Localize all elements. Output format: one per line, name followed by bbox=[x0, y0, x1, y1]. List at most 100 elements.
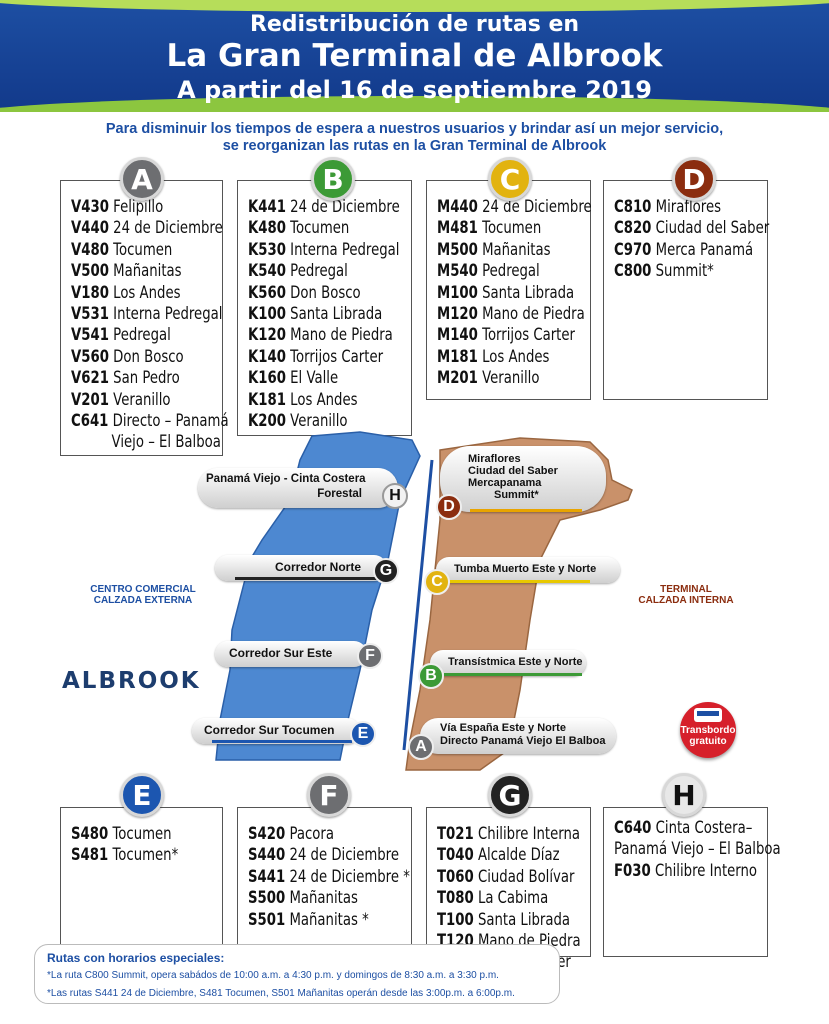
route-name: Interna Pedregal bbox=[285, 239, 400, 260]
route-name: 24 de Diciembre * bbox=[285, 866, 410, 887]
special-schedules-notes: Rutas con horarios especiales: *La ruta … bbox=[34, 944, 560, 1004]
route-row: K160 El Valle bbox=[248, 368, 338, 389]
route-name: 24 de Diciembre bbox=[285, 845, 400, 866]
route-name: 24 de Diciembre bbox=[108, 218, 223, 239]
map-stop-a: Vía España Este y Norte Directo Panamá V… bbox=[420, 718, 616, 754]
map-stop-e-label: Corredor Sur Tocumen bbox=[204, 723, 335, 737]
route-code: T021 bbox=[437, 824, 474, 844]
map-stop-h-icon: H bbox=[382, 483, 408, 509]
route-name: Tocumen* bbox=[108, 845, 179, 866]
route-row: V500 Mañanitas bbox=[71, 261, 182, 282]
route-row: K530 Interna Pedregal bbox=[248, 240, 399, 261]
bus-icon-windows bbox=[697, 711, 719, 716]
route-code: K540 bbox=[248, 261, 286, 282]
route-row: V180 Los Andes bbox=[71, 283, 181, 304]
map-stop-e: Corredor Sur Tocumen bbox=[192, 718, 360, 744]
route-code: M181 bbox=[437, 346, 478, 367]
route-row: C810 Miraflores bbox=[614, 197, 721, 218]
header-top-stripe bbox=[0, 0, 829, 12]
route-code: S501 bbox=[248, 909, 286, 930]
route-row: M201 Veranillo bbox=[437, 368, 539, 389]
route-code: K530 bbox=[248, 239, 286, 260]
map-stop-h-line-1: Panamá Viejo - Cinta Costera bbox=[206, 473, 366, 485]
route-row: K100 Santa Librada bbox=[248, 304, 382, 325]
route-name: Alcalde Díaz bbox=[473, 845, 560, 866]
map-stop-d-line-3: Mercapanama bbox=[468, 477, 542, 489]
route-code: K140 bbox=[248, 346, 286, 367]
route-name: Mano de Piedra bbox=[477, 304, 585, 324]
route-name: Tocumen bbox=[285, 218, 350, 239]
map-stop-c: Tumba Muerto Este y Norte bbox=[436, 557, 620, 583]
route-row: V560 Don Bosco bbox=[71, 347, 184, 368]
route-name: Los Andes bbox=[108, 282, 181, 303]
route-row: C800 Summit* bbox=[614, 261, 714, 282]
transbordo-line-2: gratuito bbox=[689, 736, 727, 747]
map-stop-c-icon: C bbox=[424, 569, 450, 595]
intro-text: Para disminuir los tiempos de espera a n… bbox=[0, 121, 829, 155]
route-code: T100 bbox=[437, 909, 474, 930]
intro-line-1: Para disminuir los tiempos de espera a n… bbox=[105, 121, 724, 137]
route-row: M100 Santa Librada bbox=[437, 283, 574, 304]
route-code: K160 bbox=[248, 368, 286, 389]
route-code: V541 bbox=[71, 325, 109, 346]
route-row: V480 Tocumen bbox=[71, 240, 172, 261]
header-bottom-stripe bbox=[0, 96, 829, 112]
route-code: V621 bbox=[71, 368, 109, 389]
route-code: M140 bbox=[437, 325, 478, 346]
route-code: K441 bbox=[248, 197, 286, 217]
badge-d: D bbox=[672, 157, 716, 201]
route-name: Tocumen bbox=[108, 824, 172, 844]
route-name: Mañanitas bbox=[108, 261, 182, 282]
map-stop-a-line-1: Vía España Este y Norte bbox=[440, 722, 566, 734]
route-name: Summit* bbox=[651, 261, 714, 282]
map-stop-c-line bbox=[450, 580, 590, 583]
route-code: M100 bbox=[437, 282, 478, 303]
route-code: K560 bbox=[248, 282, 286, 303]
route-code: V440 bbox=[71, 218, 109, 239]
route-row: M120 Mano de Piedra bbox=[437, 304, 585, 325]
map-stop-b-icon: B bbox=[418, 663, 444, 689]
route-row: K480 Tocumen bbox=[248, 218, 349, 239]
badge-h: H bbox=[662, 773, 706, 817]
terminal-map bbox=[215, 431, 633, 771]
route-row: K181 Los Andes bbox=[248, 390, 358, 411]
internal-label-line-2: CALZADA INTERNA bbox=[638, 595, 734, 606]
map-stop-d-line bbox=[470, 509, 582, 512]
map-stop-d-line-1: Miraflores bbox=[468, 453, 521, 465]
divider-line bbox=[402, 459, 434, 751]
route-code: C641 bbox=[71, 411, 109, 431]
route-name: Tocumen bbox=[108, 239, 173, 260]
route-name: Pedregal bbox=[477, 261, 540, 282]
route-code: S440 bbox=[248, 845, 286, 866]
route-row: K540 Pedregal bbox=[248, 261, 348, 282]
badge-b: B bbox=[311, 157, 355, 201]
external-label-line-1: CENTRO COMERCIAL bbox=[90, 584, 196, 595]
route-name: 24 de Diciembre bbox=[477, 197, 592, 217]
route-name: Pacora bbox=[285, 824, 334, 844]
external-label: CENTRO COMERCIAL CALZADA EXTERNA bbox=[88, 584, 198, 606]
route-name: Felipillo bbox=[108, 197, 164, 217]
route-code: K100 bbox=[248, 304, 286, 324]
albrook-label: ALBROOK bbox=[62, 668, 201, 694]
route-row: T060 Ciudad Bolívar bbox=[437, 867, 574, 888]
route-name: Panamá Viejo – El Balboa bbox=[614, 839, 781, 860]
route-name: Veranillo bbox=[477, 368, 540, 389]
map-stop-c-label: Tumba Muerto Este y Norte bbox=[454, 563, 597, 575]
header-title: La Gran Terminal de Albrook bbox=[166, 38, 663, 74]
route-name: Mano de Piedra bbox=[285, 325, 393, 346]
route-row: M540 Pedregal bbox=[437, 261, 540, 282]
route-code: M440 bbox=[437, 197, 478, 217]
map-stop-g-line bbox=[235, 577, 379, 580]
route-name: La Cabima bbox=[473, 888, 549, 909]
route-row: V621 San Pedro bbox=[71, 368, 180, 389]
route-name: Ciudad Bolívar bbox=[473, 866, 575, 887]
route-row: M481 Tocumen bbox=[437, 218, 541, 239]
header-date: A partir del 16 de septiembre 2019 bbox=[177, 76, 652, 104]
route-name: Veranillo bbox=[285, 411, 348, 431]
route-name: Los Andes bbox=[477, 346, 550, 367]
route-row: F030 Chilibre Interno bbox=[614, 861, 757, 882]
